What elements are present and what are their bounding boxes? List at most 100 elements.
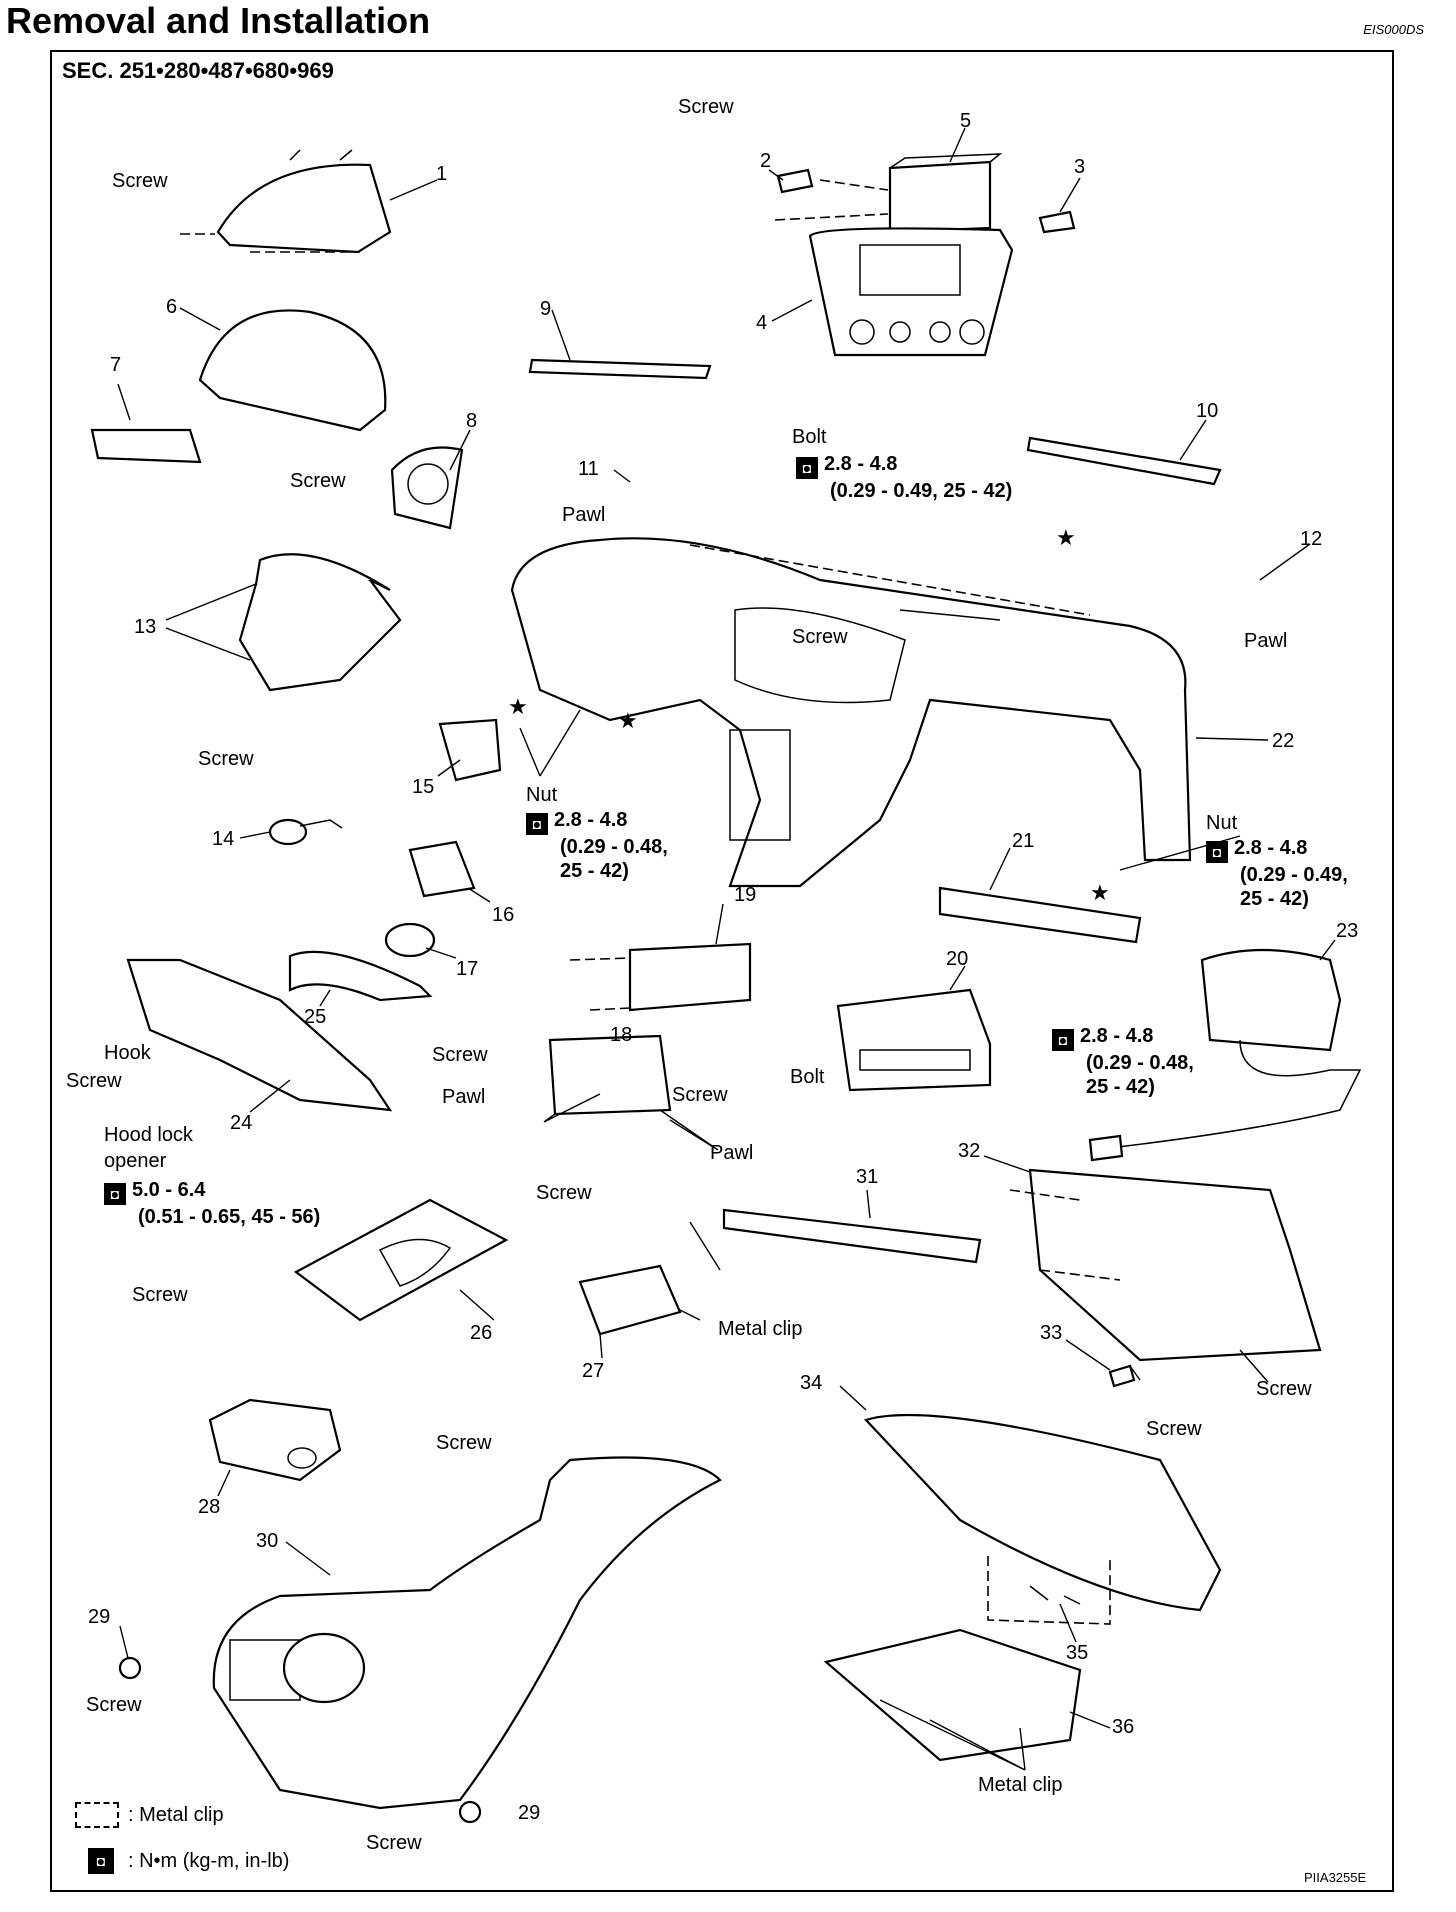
screw-label: Screw (792, 626, 848, 648)
bracket-33-part (1108, 1364, 1136, 1388)
part-number: 14 (212, 828, 235, 850)
hood-lock-opener-label: Hood lock (104, 1124, 193, 1146)
part-number: 24 (230, 1112, 253, 1134)
part-number: 5 (960, 110, 972, 132)
metal-clip-label: Metal clip (978, 1774, 1063, 1796)
metal-clip-label: Metal clip (718, 1318, 803, 1340)
torque-spec-nut-left: ◘2.8 - 4.8 (0.29 - 0.48, 25 - 42) (526, 808, 668, 883)
torque-wrench-icon: ◘ (1052, 1029, 1074, 1051)
part-number: 3 (1074, 156, 1086, 178)
column-cover-part (238, 553, 402, 692)
part-number: 27 (582, 1360, 605, 1382)
part-number: 22 (1272, 730, 1295, 752)
bezel-16-part (408, 840, 476, 898)
glove-lid-34-part (863, 1413, 1222, 1625)
svg-text:★: ★ (1090, 881, 1110, 906)
screw-label: Screw (1256, 1378, 1312, 1400)
bracket-15-part (438, 718, 502, 782)
screw-label: Screw (432, 1044, 488, 1066)
cluster-lid-a-part (198, 309, 387, 432)
torque-spec-nut-right: ◘2.8 - 4.8 (0.29 - 0.49, 25 - 42) (1206, 836, 1348, 911)
part-number: 2 (760, 150, 772, 172)
part-number: 23 (1336, 920, 1359, 942)
pawl-label: Pawl (1244, 630, 1288, 652)
torque-wrench-icon: ◘ (796, 457, 818, 479)
glove-frame-32-part (1009, 1168, 1322, 1362)
air-bag-module-23-part (1088, 948, 1362, 1162)
part-number: 29 (518, 1802, 541, 1824)
meter-hood-part (180, 149, 392, 254)
bracket-21-part (938, 886, 1142, 944)
torque-wrench-icon: ◘ (104, 1183, 126, 1205)
part-number: 20 (946, 948, 969, 970)
part-number: 30 (256, 1530, 279, 1552)
part-number: 26 (470, 1322, 493, 1344)
hook-label: Hook (104, 1042, 151, 1064)
screw-label: Screw (366, 1832, 422, 1854)
pawl-label: Pawl (710, 1142, 754, 1164)
cap-29-right-part (458, 1800, 482, 1824)
part-number: 19 (734, 884, 757, 906)
part-number: 15 (412, 776, 435, 798)
torque-wrench-icon: ◘ (1206, 841, 1228, 863)
clips-35-part (1029, 1585, 1081, 1605)
center-unit-parts (774, 153, 1076, 234)
screw-label: Screw (1146, 1418, 1202, 1440)
bolt-label: Bolt (792, 426, 827, 448)
console-30-part (212, 1456, 722, 1810)
metal-clip-legend-text: : Metal clip (128, 1804, 224, 1826)
metal-clip-legend-symbol (75, 1802, 119, 1828)
nut-label: Nut (1206, 812, 1238, 834)
part-number: 29 (88, 1606, 111, 1628)
hood-lock-opener-label: opener (104, 1150, 167, 1172)
ashtray-27-part (578, 1264, 682, 1336)
screw-label: Screw (436, 1432, 492, 1454)
document-code: EIS000DS (1363, 22, 1424, 37)
part-number: 31 (856, 1166, 879, 1188)
part-number: 13 (134, 616, 157, 638)
screw-label: Screw (536, 1182, 592, 1204)
part-number: 21 (1012, 830, 1035, 852)
figure-code: PIIA3255E (1304, 1870, 1367, 1885)
ring-part (390, 446, 464, 530)
switch-panel-part (90, 428, 202, 464)
screw-label: Screw (672, 1084, 728, 1106)
screw-label: Screw (86, 1694, 142, 1716)
bezel-18-part (548, 1034, 672, 1116)
svg-text:★: ★ (618, 709, 638, 734)
svg-text:★: ★ (1056, 526, 1076, 551)
screw-label: Screw (290, 470, 346, 492)
screw-label: Screw (112, 170, 168, 192)
torque-spec-bolt-top: ◘2.8 - 4.8 (0.29 - 0.49, 25 - 42) (796, 452, 1012, 503)
torque-units-legend-text: : N•m (kg-m, in-lb) (128, 1850, 290, 1872)
panel-36-part (823, 1628, 1082, 1762)
screw-label: Screw (66, 1070, 122, 1092)
part-number: 28 (198, 1496, 221, 1518)
part-number: 33 (1040, 1322, 1063, 1344)
part-number: 10 (1196, 400, 1219, 422)
audio-unit-20-part (836, 988, 992, 1092)
torque-wrench-icon: ◘ (88, 1848, 114, 1874)
leader-lines (117, 127, 1336, 1771)
part-number: 8 (466, 410, 478, 432)
screw-label: Screw (678, 96, 734, 118)
part-number: 17 (456, 958, 479, 980)
tray-26-part (293, 1198, 509, 1322)
part-number: 6 (166, 296, 178, 318)
part-number: 1 (436, 163, 448, 185)
part-number: 4 (756, 312, 768, 334)
cap-29-left-part (118, 1656, 142, 1680)
part-number: 12 (1300, 528, 1323, 550)
star-icon: ★ ★ ★ ★ (508, 526, 1110, 906)
strip-31-part (722, 1208, 982, 1264)
part-number: 32 (958, 1140, 981, 1162)
part-number: 9 (540, 298, 552, 320)
diagram-frame (50, 50, 1394, 1892)
part-number: 34 (800, 1372, 823, 1394)
finisher-strip-9 (528, 358, 712, 380)
spiral-cable-part (268, 818, 343, 846)
part-number: 36 (1112, 1716, 1135, 1738)
torque-spec-bracket: ◘2.8 - 4.8 (0.29 - 0.48, 25 - 42) (1052, 1024, 1194, 1099)
torque-wrench-icon: ◘ (526, 813, 548, 835)
